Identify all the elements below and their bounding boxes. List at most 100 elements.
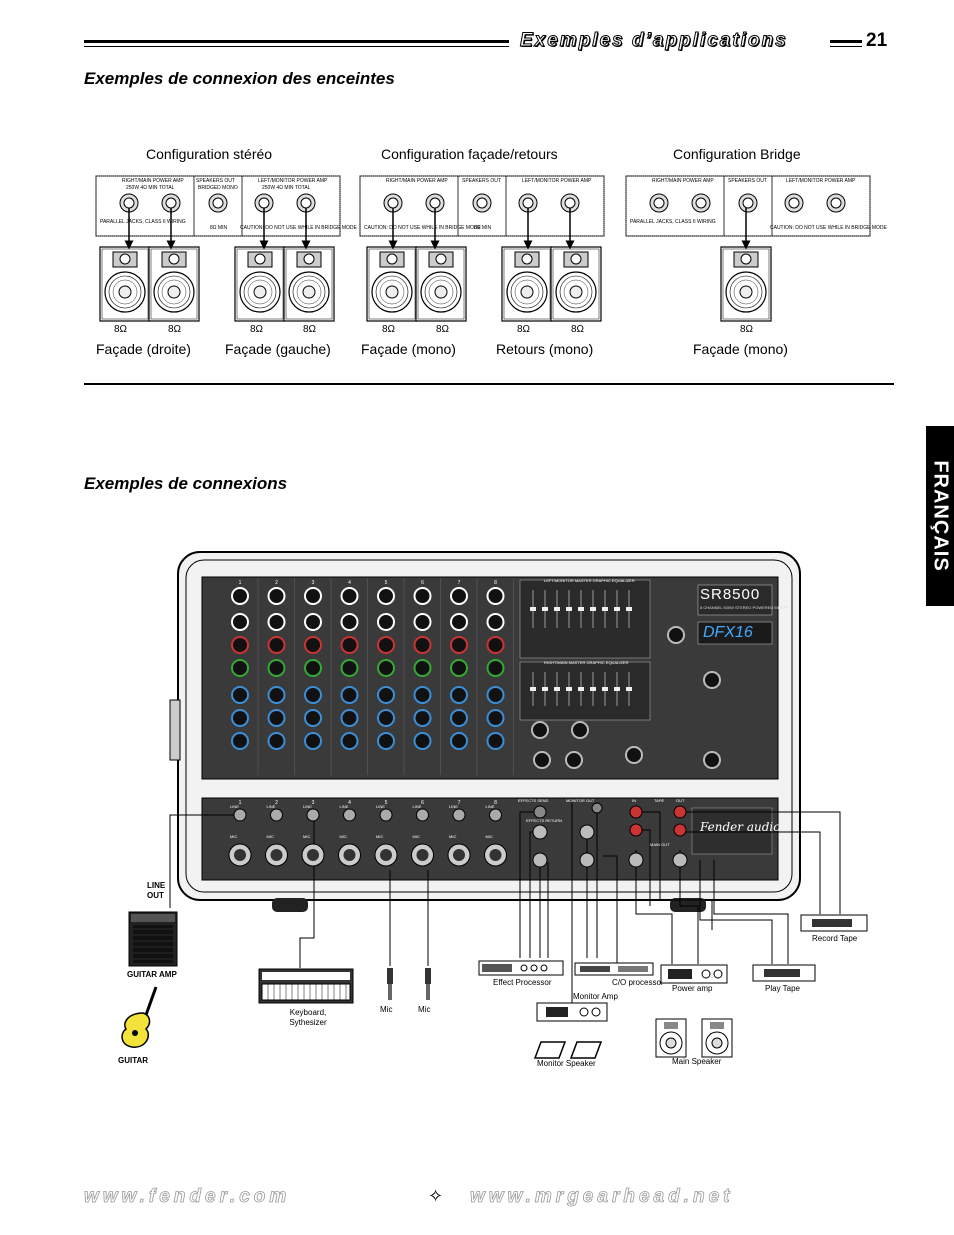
mixer-subtitle: 8 CHANNEL 500W STEREO POWERED MIXER — [700, 605, 787, 610]
panel2-right-main: RIGHT/MAIN POWER AMP — [386, 178, 448, 184]
speaker-label-monitor-mono: Retours (mono) — [496, 341, 594, 357]
channel-knob — [340, 636, 359, 654]
jack-out: OUT — [676, 798, 685, 803]
monitor-amp-label: Monitor Amp — [573, 992, 618, 1001]
guitar-label: GUITAR — [118, 1056, 149, 1065]
panel1-left-monitor: LEFT/MONITOR POWER AMP — [258, 178, 328, 184]
channel-number: 2 — [275, 800, 278, 806]
channel-knob — [231, 709, 249, 727]
ohm-label: 8Ω — [382, 324, 396, 335]
page-number: 21 — [866, 30, 888, 51]
ohm-label: 8Ω — [303, 324, 317, 335]
jack-monitor-out: MONITOR OUT — [566, 798, 595, 803]
eq-slider-knob — [626, 687, 632, 691]
power-amp-icon — [660, 964, 728, 984]
channel-knob — [486, 686, 505, 704]
config-label-front-monitor: Configuration façade/retours — [381, 146, 558, 162]
channel-knob — [450, 636, 468, 654]
eq-slider-knob — [542, 607, 548, 611]
power-amp-label: Power amp — [672, 984, 713, 993]
channel-knob — [231, 659, 249, 677]
panel1-power-spec: 250W 4Ω MIN TOTAL — [126, 185, 175, 191]
channel-knob — [231, 732, 249, 750]
panel3-speakers-out: SPEAKERS OUT — [728, 178, 767, 184]
channel-knob — [267, 709, 286, 727]
ohm-label: 8Ω — [740, 324, 754, 335]
channel-number: 7 — [458, 800, 461, 806]
eq-left-label: LEFT/MONITOR MASTER GRAPHIC EQUALIZER — [544, 578, 635, 583]
channel-knob — [304, 636, 322, 654]
channel-number: 1 — [239, 580, 242, 586]
channel-knob — [267, 587, 286, 605]
channel-knob — [304, 659, 322, 677]
mixer-output-jacks — [532, 802, 688, 868]
channel-knob — [304, 613, 322, 631]
header-title: Exemples d’applications — [520, 30, 788, 52]
mic-label: MIC — [340, 834, 347, 839]
channel-knob — [231, 613, 249, 631]
line-jack — [233, 808, 247, 822]
channel-knob — [450, 587, 468, 605]
channel-knob — [377, 636, 395, 654]
jack-effects-send: EFFECTS SEND — [518, 798, 549, 803]
eq-slider-knob — [602, 687, 608, 691]
ohm-label: 8Ω — [168, 324, 182, 335]
mic-label: MIC — [230, 834, 237, 839]
channel-knob — [231, 686, 249, 704]
eq-slider-knob — [530, 687, 536, 691]
co-processor-label: C/O processor — [612, 978, 664, 987]
panel2-min: 8Ω MIN — [474, 225, 492, 231]
mic-icon-1 — [387, 968, 393, 1000]
footer-url-fender[interactable]: www.fender.com — [84, 1186, 291, 1208]
channel-knob — [413, 636, 432, 654]
channel-number: 4 — [348, 800, 351, 806]
eq-right-label: RIGHT/MAIN MASTER GRAPHIC EQUALIZER — [544, 660, 629, 665]
channel-number: 6 — [421, 580, 424, 586]
eq-slider-knob — [578, 607, 584, 611]
channel-number: 7 — [458, 580, 461, 586]
channel-number: 8 — [494, 580, 497, 586]
line-label: LINE — [486, 804, 495, 809]
speaker-label-front-right: Façade (droite) — [96, 341, 191, 357]
line-label: LINE — [376, 804, 385, 809]
mic-label: MIC — [376, 834, 383, 839]
jack-effects-return: EFFECTS RETURN — [526, 818, 562, 823]
speaker-label-front-left: Façade (gauche) — [225, 341, 331, 357]
header-rule-left-thin — [84, 46, 509, 47]
line-jack — [416, 808, 429, 822]
master-knob — [703, 751, 721, 769]
panel2-caution: CAUTION: DO NOT USE WHILE IN BRIDGE MODE — [364, 225, 481, 231]
eq-slider-knob — [614, 607, 620, 611]
channel-number: 3 — [312, 800, 315, 806]
channel-knob — [267, 636, 286, 654]
eq-slider-knob — [554, 607, 560, 611]
channel-knob — [413, 587, 432, 605]
channel-knob — [377, 587, 395, 605]
channel-knob — [304, 709, 322, 727]
ohm-label: 8Ω — [114, 324, 128, 335]
channel-knob — [267, 732, 286, 750]
channel-number: 1 — [239, 800, 242, 806]
speaker-config-diagrams — [95, 175, 871, 322]
channel-knob — [340, 587, 359, 605]
channel-number: 5 — [385, 800, 388, 806]
line-jack — [306, 808, 320, 822]
panel1-parallel: PARALLEL JACKS, CLASS II WIRING — [100, 219, 186, 225]
config-label-stereo: Configuration stéréo — [146, 146, 273, 162]
panel3-left-monitor: LEFT/MONITOR POWER AMP — [786, 178, 856, 184]
header-rule-right — [830, 40, 862, 43]
record-tape-icon — [800, 914, 868, 932]
panel1-bridged-mono: BRIDGED MONO — [198, 185, 238, 191]
channel-number: 8 — [494, 800, 497, 806]
footer-url-mrgearhead[interactable]: www.mrgearhead.net — [470, 1186, 734, 1208]
keyboard-icon — [258, 968, 354, 1004]
speaker-label-front-mono-bridge: Façade (mono) — [693, 341, 788, 357]
mic-label: MIC — [449, 834, 456, 839]
channel-knob — [413, 613, 432, 631]
eq-slider-knob — [542, 687, 548, 691]
channel-knob — [304, 686, 322, 704]
monitor-speaker-label: Monitor Speaker — [537, 1059, 596, 1068]
line-label: LINE — [267, 804, 276, 809]
effect-processor-icon — [478, 960, 564, 976]
monitor-speaker-icon — [533, 1041, 603, 1059]
